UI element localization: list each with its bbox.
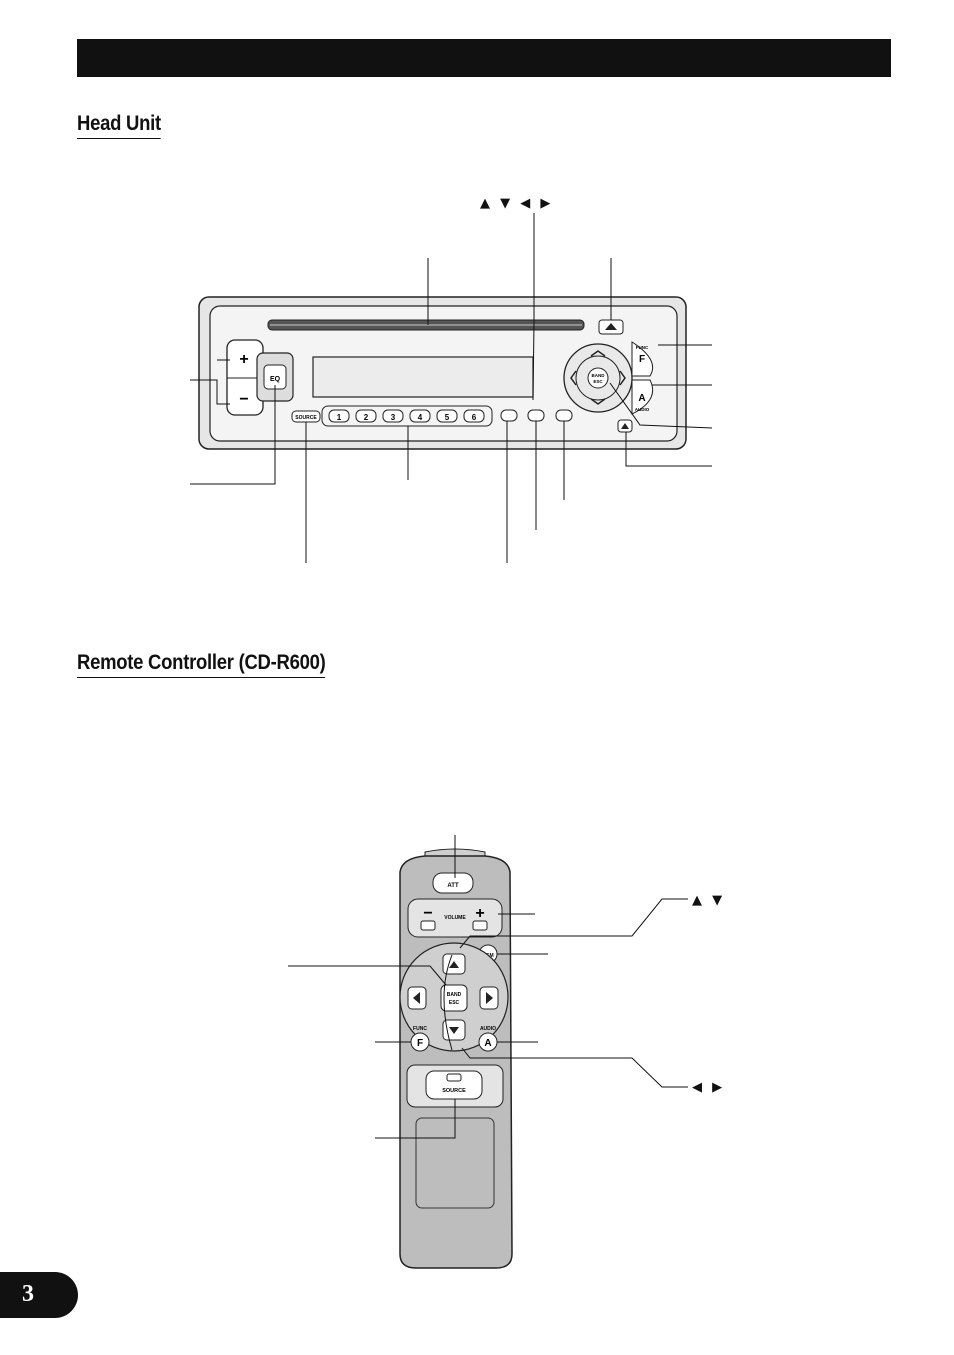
remote-band-esc-button[interactable] xyxy=(440,984,468,1012)
source-button-label: SOURCE xyxy=(295,415,317,421)
up-arrow-icon xyxy=(590,350,606,357)
att-button[interactable] xyxy=(432,872,474,894)
left-arrow-icon xyxy=(570,370,577,386)
down-arrow-icon xyxy=(590,398,606,405)
preset-label-4: 4 xyxy=(418,413,423,422)
preset-label-5: 5 xyxy=(445,413,450,422)
preset-label-6: 6 xyxy=(472,413,477,422)
preset-button-3[interactable] xyxy=(382,409,404,423)
remote-audio-label: AUDIO xyxy=(480,1026,496,1032)
remote-controller-illustration: ATT VOLUME − + PGM BAND ESC FUNC F AUDIO… xyxy=(288,835,688,1269)
remote-right-icon xyxy=(486,992,493,1004)
head-unit-illustration: + − EQ SOURCE 1 2 3 4 5 6 BAND ESC FUNC … xyxy=(190,213,713,563)
hu-audio-letter: A xyxy=(638,393,645,404)
preset-button-1[interactable] xyxy=(328,409,350,423)
remote-up-icon xyxy=(449,961,459,968)
preset-button-2[interactable] xyxy=(355,409,377,423)
small-button-3[interactable] xyxy=(555,409,573,422)
func-button[interactable] xyxy=(631,341,654,377)
remote-source-label: SOURCE xyxy=(442,1088,466,1094)
hu-func-label: FUNC xyxy=(636,345,649,350)
remote-controller-heading: Remote Controller (CD-R600) xyxy=(77,651,326,678)
preset-buttons: 1 2 3 4 5 6 xyxy=(328,409,485,423)
right-arrow-icon xyxy=(619,370,626,386)
volume-minus-label: − xyxy=(239,391,248,408)
remote-down-icon xyxy=(449,1027,459,1034)
hu-audio-label: AUDIO xyxy=(635,407,650,412)
preset-button-5[interactable] xyxy=(436,409,458,423)
band-esc-button[interactable] xyxy=(587,367,609,389)
remote-left-icon xyxy=(413,992,420,1004)
remote-func-label: FUNC xyxy=(413,1026,427,1032)
remote-leader-lines xyxy=(288,835,688,1139)
preset-label-1: 1 xyxy=(337,413,342,422)
remote-updown-keys-label: ▲ ▼ xyxy=(692,893,726,908)
preset-button-4[interactable] xyxy=(409,409,431,423)
hu-esc-label: ESC xyxy=(593,379,603,384)
page-number-tab: 3 xyxy=(0,1272,78,1318)
remote-audio-letter: A xyxy=(484,1038,491,1049)
hu-func-letter: F xyxy=(639,354,645,365)
eq-label: EQ xyxy=(270,376,281,383)
head-unit-heading: Head Unit xyxy=(77,112,161,139)
lcd-display xyxy=(312,356,534,398)
volume-plus-label: + xyxy=(239,351,248,368)
volume-label: VOLUME xyxy=(444,915,466,921)
header-bar xyxy=(77,39,891,77)
hu-band-label: BAND xyxy=(592,373,606,378)
detach-icon xyxy=(621,423,629,429)
remote-plus-label: + xyxy=(475,905,484,922)
page-number: 3 xyxy=(22,1281,34,1307)
remote-func-letter: F xyxy=(417,1038,423,1049)
remote-leftright-keys-label: ◀ ▶ xyxy=(692,1080,726,1095)
head-unit-arrow-keys-label: ▲ ▼ ◀ ▶ xyxy=(480,196,554,211)
eject-icon xyxy=(605,323,617,330)
remote-band-label: BAND xyxy=(447,992,462,998)
small-button-2[interactable] xyxy=(527,409,545,422)
preset-button-6[interactable] xyxy=(463,409,485,423)
remote-esc-label: ESC xyxy=(449,1000,460,1006)
remote-minus-label: − xyxy=(423,905,432,922)
preset-label-2: 2 xyxy=(364,413,369,422)
head-unit-leader-lines xyxy=(190,213,713,563)
att-label: ATT xyxy=(447,883,459,889)
preset-label-3: 3 xyxy=(391,413,396,422)
remote-source-button[interactable] xyxy=(425,1070,483,1100)
small-button-1[interactable] xyxy=(500,409,518,422)
